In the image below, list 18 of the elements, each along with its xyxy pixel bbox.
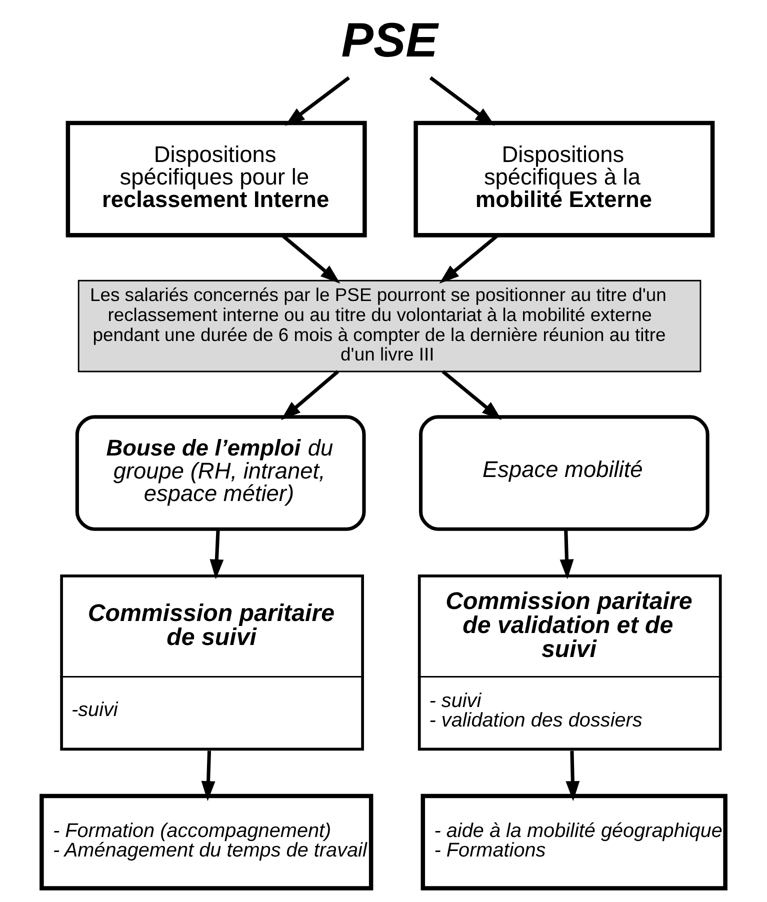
node-box: Bouse de l’emploi du groupe (RH, intranet, espace métier) <box>75 415 366 531</box>
node-box: Dispositions spécifiques à la mobilité Externe <box>414 120 715 238</box>
node-text: PSE <box>341 14 438 68</box>
arrow <box>429 76 495 126</box>
arrow <box>284 76 350 126</box>
node-box: Dispositions spécifiques pour le reclassement Interne <box>66 120 367 238</box>
node-box: Espace mobilité <box>419 415 710 531</box>
arrow <box>439 234 499 284</box>
arrow <box>210 529 224 580</box>
node-box: Les salariés concernés par le PSE pourront se positionner au titre d'un reclassement interne ou au titre du volontariat à la mobilité externe pendant une durée de 6 mois à compter de la dernière réunion au titre d'un livre III <box>78 280 702 372</box>
arrow <box>566 750 580 802</box>
arrow <box>280 370 340 420</box>
node-box: - Formation (accompagnement) - Aménagement du temps de travail <box>40 794 374 890</box>
arrow <box>560 529 574 580</box>
arrow <box>281 234 340 284</box>
node-box: - aide à la mobilité géographique - Formations <box>420 794 728 890</box>
arrow <box>201 750 216 802</box>
arrow <box>442 370 502 420</box>
